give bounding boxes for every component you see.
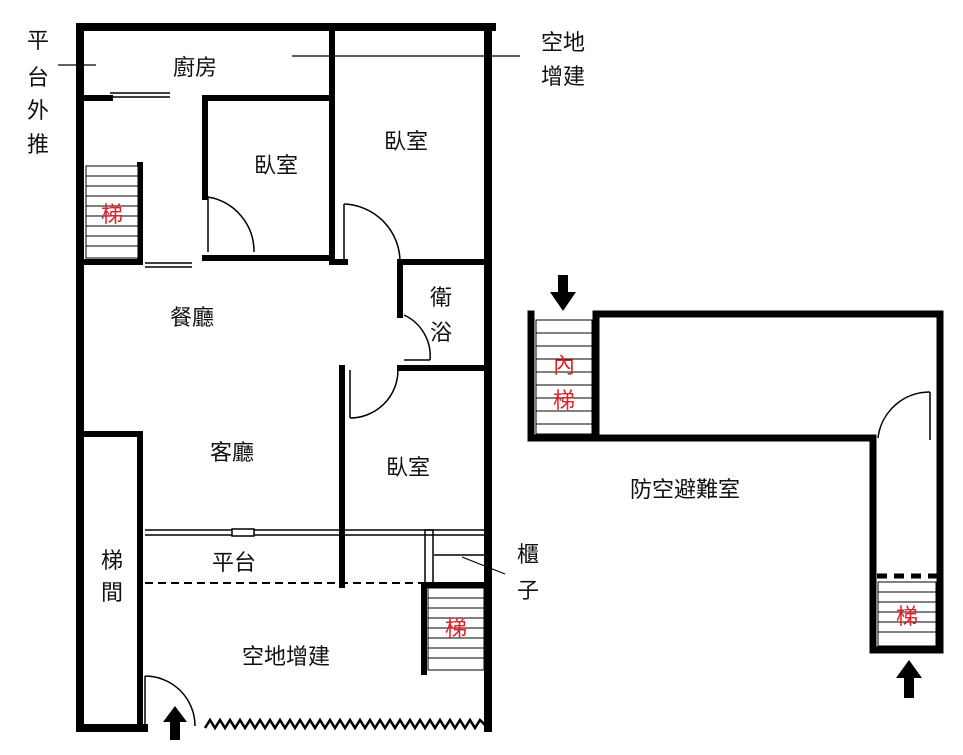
cabinet-label-line-2: 子	[517, 579, 539, 604]
shelter-exit-arrow-icon	[896, 660, 922, 698]
stair-lower-right	[427, 587, 485, 671]
shelter-entry-arrow-icon	[550, 275, 576, 311]
bedroom-small-label: 臥室	[254, 154, 298, 179]
leader-lines	[58, 55, 520, 575]
stairwell-label-bottom: 間	[101, 581, 123, 606]
cabinet-label-line-1: 櫃	[517, 543, 539, 568]
extension-note-line-2: 增建	[541, 65, 585, 90]
exterior-walls	[76, 23, 496, 732]
shelter-door	[877, 391, 931, 440]
living-label: 客廳	[210, 441, 254, 466]
shelter-title: 防空避難室	[630, 478, 740, 503]
platform-push-char-1: 平	[27, 29, 49, 54]
shelter-plan: 防空避難室 內 梯 梯	[527, 275, 944, 698]
shelter-inner-stair-label-2: 梯	[553, 389, 575, 414]
bath-label-bottom: 浴	[430, 321, 452, 346]
platform-push-char-3: 外	[27, 99, 49, 124]
sliding-openings	[110, 92, 486, 537]
dining-label: 餐廳	[170, 306, 214, 331]
stairwell-label-top: 梯	[101, 549, 123, 574]
platform-push-char-2: 台	[27, 66, 49, 91]
shelter-walls	[527, 310, 944, 654]
extension-note-line-1: 空地	[541, 31, 585, 56]
kitchen-label: 廚房	[173, 56, 217, 81]
platform-push-char-4: 推	[27, 133, 49, 158]
entrance-arrow-icon	[163, 706, 187, 740]
zigzag-gate	[203, 717, 489, 731]
bedroom-large-label: 臥室	[384, 130, 428, 155]
terrace-label: 平台	[212, 551, 256, 576]
main-floor-plan: 廚房 臥室 臥室 餐廳 衛 浴 客廳 臥室 平台 空地增建 梯 間 梯 梯 平 …	[27, 23, 585, 740]
doors	[144, 196, 431, 727]
extension-label: 空地增建	[242, 645, 330, 670]
shelter-stair-label: 梯	[896, 605, 918, 630]
shelter-lower-stair	[877, 581, 937, 647]
stair-lower-right-label: 梯	[445, 617, 467, 642]
cabinet	[424, 529, 486, 586]
stair-upper-left-label: 梯	[101, 203, 123, 228]
bedroom-lower-label: 臥室	[386, 456, 430, 481]
stair-upper-left	[85, 165, 139, 259]
shelter-inner-stair-label-1: 內	[553, 354, 575, 379]
bath-label-top: 衛	[430, 286, 452, 311]
shelter-inner-stair	[535, 319, 593, 435]
interior-walls	[77, 24, 491, 731]
